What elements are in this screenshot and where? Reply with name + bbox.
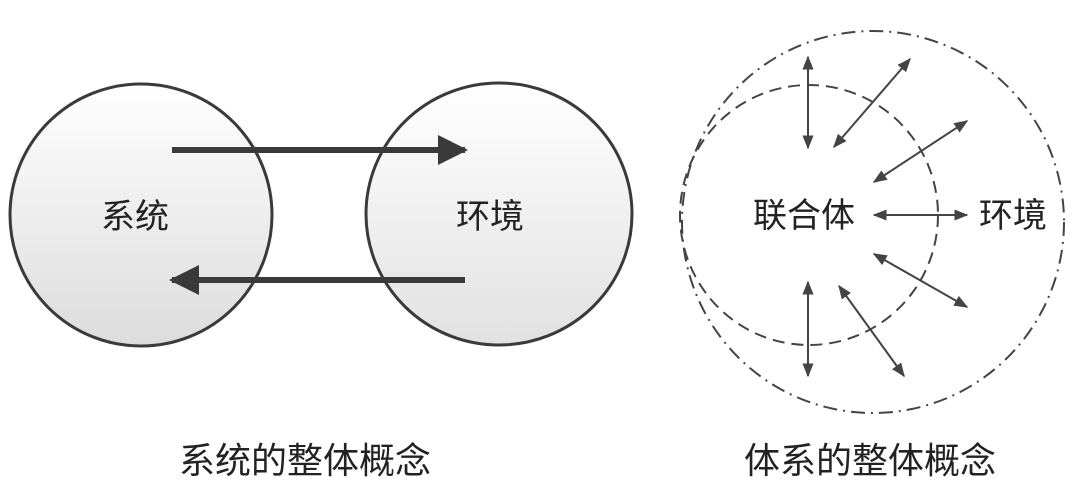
double-arrow — [833, 57, 911, 149]
double-arrow — [838, 284, 905, 378]
double-arrow — [872, 253, 969, 308]
environment-label-right: 环境 — [979, 196, 1047, 236]
system-label: 系统 — [101, 197, 169, 237]
system-environment-diagram: 系统 环境 系统的整体概念 — [8, 81, 634, 482]
double-arrow — [872, 120, 969, 183]
system-of-systems-diagram: 联合体 环境 体系的整体概念 — [679, 30, 1065, 482]
environment-label: 环境 — [456, 197, 524, 237]
environment-boundary-dashdot — [681, 30, 1065, 414]
left-caption: 系统的整体概念 — [179, 441, 431, 482]
union-label: 联合体 — [753, 196, 855, 236]
right-caption: 体系的整体概念 — [744, 441, 996, 482]
